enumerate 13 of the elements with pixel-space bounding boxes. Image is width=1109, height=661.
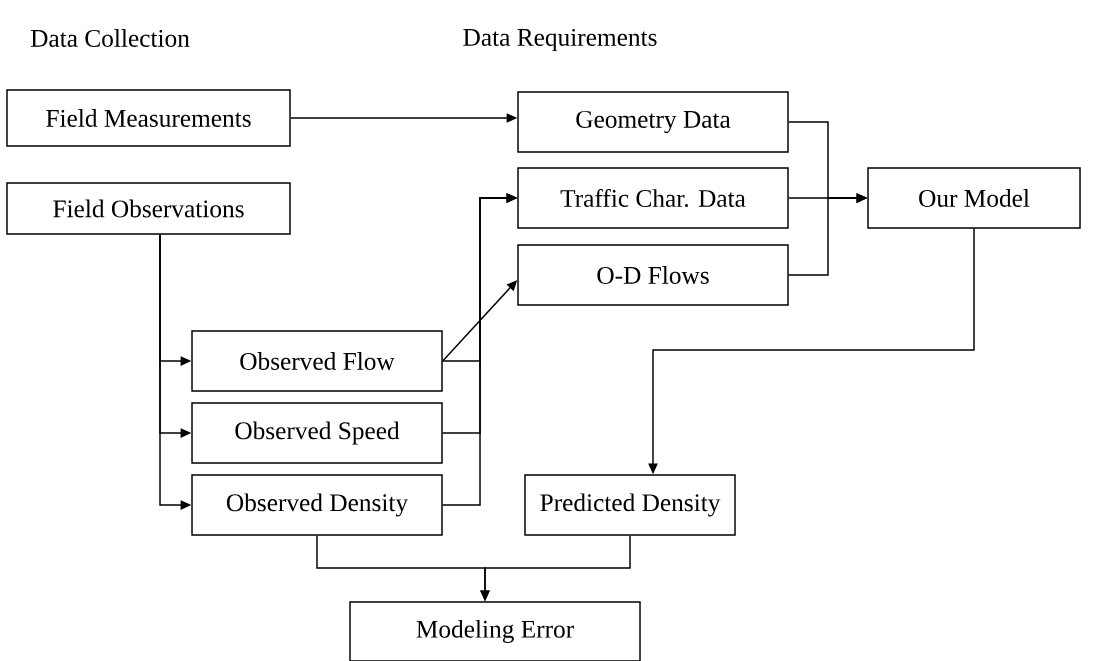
process-box: Field Observations bbox=[6, 182, 291, 235]
heading: Data Collection bbox=[30, 29, 190, 47]
process-box: Geometry Data bbox=[517, 91, 789, 153]
process-box: Our Model bbox=[867, 167, 1081, 229]
process-box: Observed Speed bbox=[191, 402, 443, 464]
process-box: Traffic Char. Data bbox=[517, 167, 789, 229]
process-box: O-D Flows bbox=[517, 244, 789, 306]
process-box: Modeling Error bbox=[349, 601, 641, 661]
process-box: Field Measurements bbox=[6, 89, 291, 147]
process-box: Observed Density bbox=[191, 474, 443, 536]
heading: Data Requirements bbox=[463, 28, 657, 52]
process-box: Observed Flow bbox=[191, 330, 443, 392]
process-box: Predicted Density bbox=[524, 474, 736, 536]
